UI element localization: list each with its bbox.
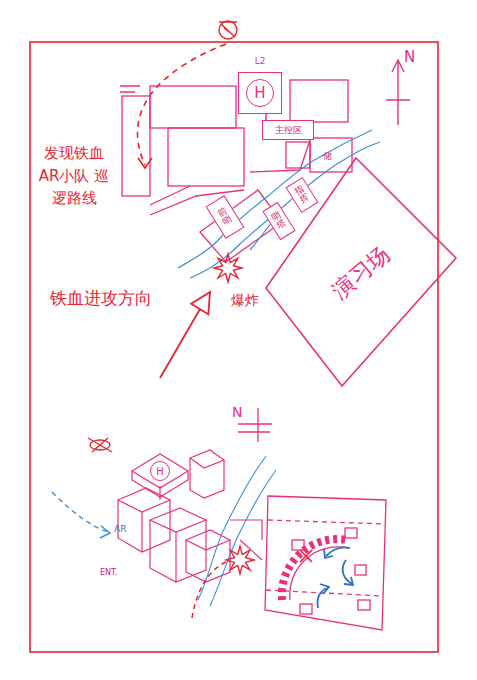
- sketch-stroke: [290, 547, 348, 600]
- patrol-route-bottom: [52, 492, 108, 532]
- sketch-stroke: [178, 130, 372, 268]
- attack-route-bottom: [192, 562, 226, 618]
- control-building: 主控区: [262, 120, 314, 140]
- sketch-stroke: [345, 528, 357, 538]
- node-label: 演习场: [326, 240, 396, 305]
- sketch-stroke: [122, 96, 150, 196]
- sketch-stroke: [198, 456, 266, 600]
- sketch-stroke: [344, 577, 353, 585]
- helicopter-icon: [219, 21, 237, 39]
- level-tag: L2: [255, 56, 266, 66]
- sketch-stroke: [300, 604, 312, 614]
- training-ground-block: [265, 496, 386, 630]
- helipad-circle: H: [150, 461, 170, 481]
- sketch-stroke: [191, 292, 210, 314]
- sketch-stroke: [118, 488, 170, 512]
- sketch-stroke: [190, 450, 224, 468]
- node-label: H: [246, 79, 274, 107]
- arrow-head: [100, 526, 110, 538]
- sketch-stroke: [190, 458, 224, 498]
- sketch-stroke: [358, 600, 370, 610]
- map-note: 爆炸: [231, 292, 259, 310]
- sketch-stroke: [219, 22, 237, 37]
- sketch-stroke: [290, 80, 348, 122]
- sketch-stroke: [120, 86, 140, 92]
- river: [178, 130, 380, 278]
- training-ground: 演习场: [262, 156, 460, 390]
- node-label: H: [156, 466, 164, 477]
- movement-arrows: [317, 547, 353, 608]
- sketch-stroke: [150, 86, 236, 128]
- target-mark: [300, 550, 312, 562]
- sketch-stroke: [150, 508, 206, 532]
- buildings: [120, 80, 352, 262]
- sketch-stroke: [268, 520, 386, 524]
- sketch-stroke: [160, 486, 262, 560]
- sketch-stroke: [150, 520, 206, 582]
- map-note: AR: [114, 524, 126, 534]
- sketch-stroke: [186, 530, 230, 550]
- command-box: 指挥: [286, 177, 319, 213]
- sketch-stroke: [219, 21, 237, 39]
- map-note: 铁血进攻方向: [50, 287, 152, 310]
- river-bottom: [198, 456, 276, 606]
- sketch-stroke: [324, 549, 333, 558]
- sketch-stroke: [265, 496, 386, 630]
- sketch-stroke: [160, 309, 200, 378]
- helicopter-icon-small: [88, 438, 112, 452]
- sketch-stroke: [326, 547, 350, 556]
- sketch-stroke: [168, 128, 244, 186]
- outpost-box: 前哨: [206, 195, 245, 239]
- node-label: 前哨: [216, 206, 234, 228]
- map-note: N: [232, 404, 242, 420]
- sketch-stroke: [88, 438, 112, 452]
- explosion-star-small: [226, 546, 254, 574]
- sketch-stroke: [386, 60, 410, 125]
- sketch-stroke: [286, 142, 310, 168]
- sketch-stroke: [292, 540, 304, 550]
- compass: [386, 60, 410, 125]
- sketch-stroke: [343, 560, 352, 584]
- sketch-stroke: [355, 565, 366, 575]
- map-note: N: [404, 48, 415, 66]
- compass-bottom: [238, 408, 272, 442]
- iso-buildings: [118, 450, 262, 582]
- sketch-stroke: [238, 408, 272, 442]
- helipad-box: L2H: [238, 72, 282, 114]
- attack-arrow: [160, 292, 210, 378]
- sketch-stroke: [320, 584, 329, 594]
- node-label: 哨塔: [270, 210, 288, 232]
- area-outline: [266, 158, 456, 386]
- sketch-stroke: [200, 190, 282, 262]
- map-note: 发现铁血 AR小队 巡逻路线: [36, 142, 112, 210]
- node-label: 主控区: [275, 124, 302, 137]
- map-note: ENT.: [100, 568, 118, 577]
- explosion-star: [214, 254, 242, 282]
- sketch-stroke: [132, 454, 188, 488]
- watchtower-box: 哨塔: [262, 202, 295, 240]
- map-note: 储: [323, 150, 332, 163]
- patrol-route: [137, 44, 226, 165]
- sketch-stroke: [250, 140, 310, 172]
- node-label: 指挥: [293, 184, 311, 206]
